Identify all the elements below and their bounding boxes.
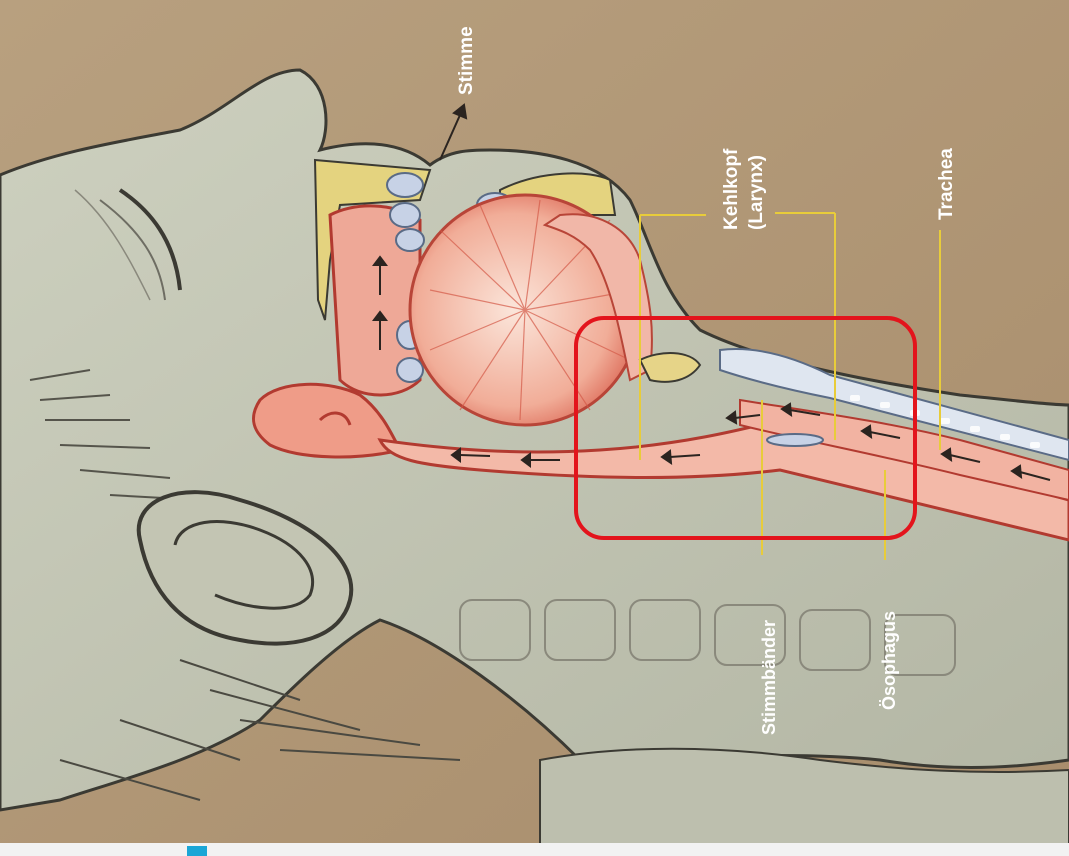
accent-bar [187, 846, 207, 856]
label-kehlkopf: Kehlkopf [721, 148, 742, 230]
label-oesophagus: Ösophagus [879, 611, 899, 710]
label-larynx: (Larynx) [746, 155, 767, 230]
vocal-cord-shape [767, 434, 823, 446]
label-trachea: Trachea [936, 148, 957, 220]
label-stimmbaender: Stimmbänder [759, 620, 779, 735]
label-stimme: Stimme [456, 26, 477, 95]
bottom-strip [0, 843, 1069, 856]
